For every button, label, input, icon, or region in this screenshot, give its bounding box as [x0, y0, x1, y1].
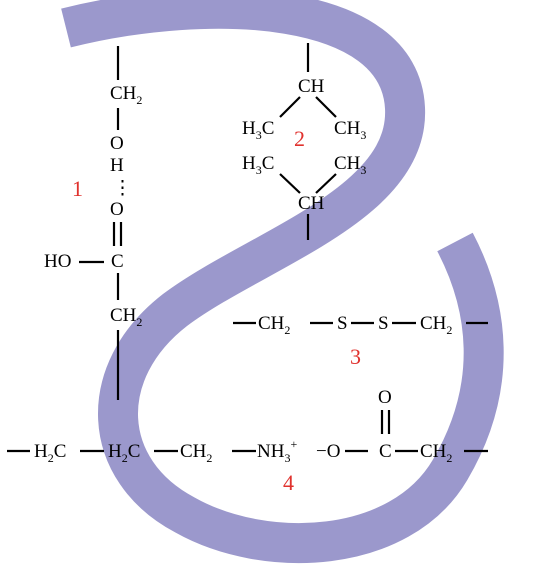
left-ch2-label: CH2 [258, 313, 290, 337]
h2c-left-label: H2C [34, 441, 66, 465]
hydrogen-bond-dots: ⋮ [113, 178, 132, 199]
interaction-number-4: 4 [283, 470, 294, 495]
interaction-2-hydrophobic: CH H3C CH3 2 H3C CH3 CH [242, 43, 366, 240]
bond-top-ch-to-right [315, 96, 337, 118]
sulfur-left-label: S [337, 313, 348, 334]
hydroxyl-group-label: HO [44, 251, 71, 272]
bottom-right-methyl-label: CH3 [334, 153, 366, 177]
ch2-label: CH2 [180, 441, 212, 465]
bottom-ch-label: CH [298, 193, 325, 214]
top-right-methyl-label: CH3 [334, 118, 366, 142]
aspartate-ch2-label: CH2 [110, 305, 142, 329]
interaction-number-1: 1 [72, 176, 83, 201]
serine-ch2-label: CH2 [110, 83, 142, 107]
ammonium-label: NH3+ [257, 437, 297, 465]
bond-right-to-bottom-ch [315, 173, 337, 194]
right-ch2-label: CH2 [420, 441, 452, 465]
bond-left-to-bottom-ch [279, 173, 301, 194]
interaction-3-disulfide-bridge: CH2 S S CH2 3 [233, 313, 488, 369]
polypeptide-backbone-ribbon [61, 0, 504, 564]
top-left-methyl-label: H3C [242, 118, 274, 142]
carboxyl-carbon-label: C [111, 251, 124, 272]
h2c-mid-label: H2C [108, 441, 140, 465]
top-ch-label: CH [298, 76, 325, 97]
interaction-1-hydrogen-bond: CH2 O H ⋮ O HO C CH2 1 [44, 46, 142, 400]
interaction-4-ionic-bond: H2C H2C CH2 NH3+ −O O C CH2 4 [7, 387, 488, 495]
bottom-left-methyl-label: H3C [242, 153, 274, 177]
hydroxyl-oxygen-label: O [110, 133, 124, 154]
sulfur-right-label: S [378, 313, 389, 334]
carboxylate-oxygen-label: −O [316, 441, 340, 462]
interaction-number-2: 2 [294, 126, 305, 151]
carboxylate-carbon-label: C [379, 441, 392, 462]
bond-top-ch-to-left [279, 96, 301, 118]
carbonyl-oxygen-label: O [378, 387, 392, 408]
right-ch2-label: CH2 [420, 313, 452, 337]
carbonyl-oxygen-label: O [110, 199, 124, 220]
interaction-number-3: 3 [350, 344, 361, 369]
hydrogen-label: H [110, 155, 124, 176]
